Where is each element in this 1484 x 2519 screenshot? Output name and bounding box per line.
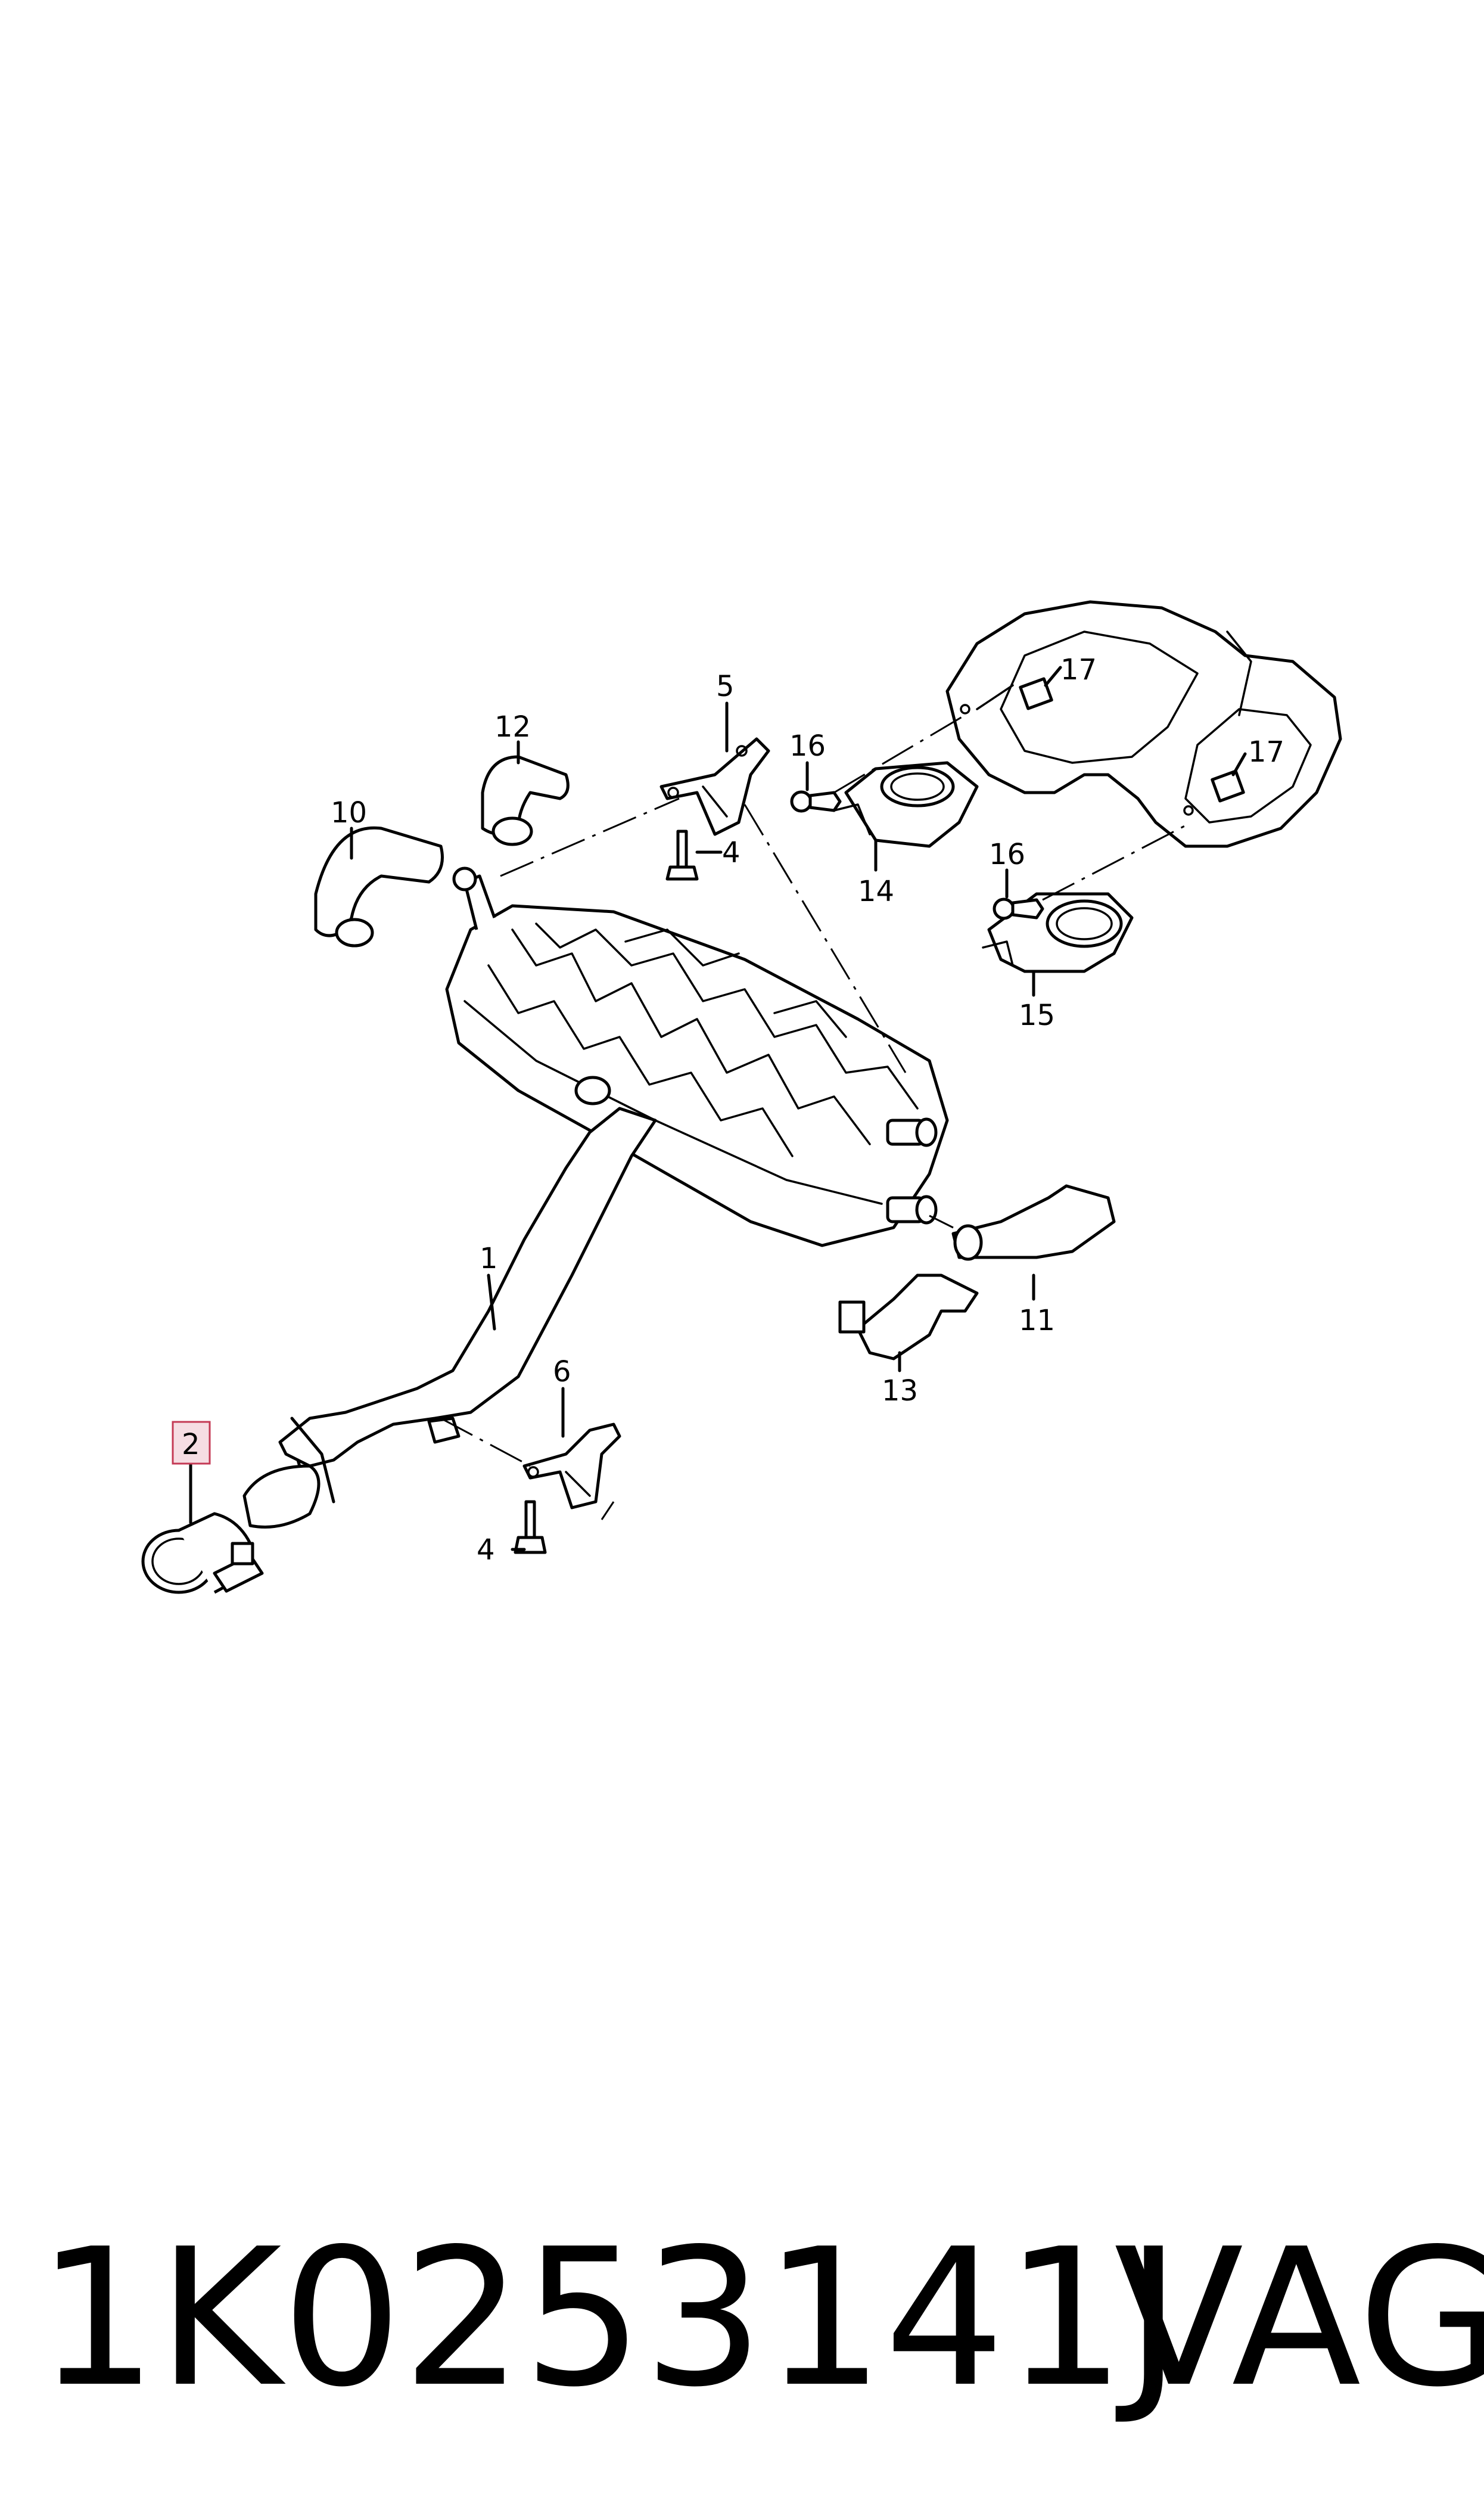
callout-11: 11 — [1019, 1304, 1055, 1337]
screw-part-16-upper — [790, 790, 842, 813]
callout-12: 12 — [494, 710, 531, 744]
callout-16-upper: 16 — [789, 729, 826, 763]
callout-10: 10 — [331, 796, 367, 830]
callouts: 1 2 4 4 5 6 10 11 12 13 14 15 16 16 17 1… — [172, 653, 1284, 1567]
callout-16-lower: 16 — [989, 838, 1025, 871]
brand-name: VAG — [1114, 2208, 1484, 2428]
screw-part-16-lower — [993, 897, 1044, 920]
tailpipe-part-11 — [951, 1184, 1116, 1261]
footer: 1K0253141J VAG — [0, 2211, 1484, 2425]
callout-14: 14 — [858, 875, 894, 908]
callout-2-highlight — [172, 1421, 211, 1465]
leader-lines — [189, 666, 1247, 1551]
tailpipe-part-12 — [481, 755, 570, 846]
callout-4-lower: 4 — [477, 1533, 495, 1567]
bolt-part-4-upper — [665, 830, 699, 881]
bracket-part-6 — [522, 1422, 621, 1509]
callout-17-lower: 17 — [1248, 735, 1284, 769]
callout-6: 6 — [553, 1355, 571, 1389]
assembly-lines — [440, 714, 1192, 1520]
tailpipe-part-13 — [838, 1274, 979, 1361]
bolt-part-4-lower — [514, 1500, 547, 1554]
bracket-part-5 — [659, 737, 770, 836]
callout-1: 1 — [480, 1242, 498, 1275]
rear-silencer — [445, 866, 949, 1247]
front-pipe — [242, 1107, 657, 1529]
callout-5: 5 — [716, 670, 735, 703]
callout-15: 15 — [1019, 999, 1055, 1032]
callout-4-upper: 4 — [722, 836, 741, 869]
callout-13: 13 — [882, 1374, 918, 1408]
callout-2: 2 — [182, 1428, 200, 1461]
part-number: 1K0253141J — [37, 2208, 1181, 2428]
tailpipe-trim-part-14 — [833, 761, 979, 848]
pipe-clamp-part-2 — [141, 1512, 264, 1594]
callout-17-upper: 17 — [1060, 653, 1097, 687]
tailpipe-part-10 — [314, 826, 444, 948]
heat-shield — [945, 600, 1342, 848]
